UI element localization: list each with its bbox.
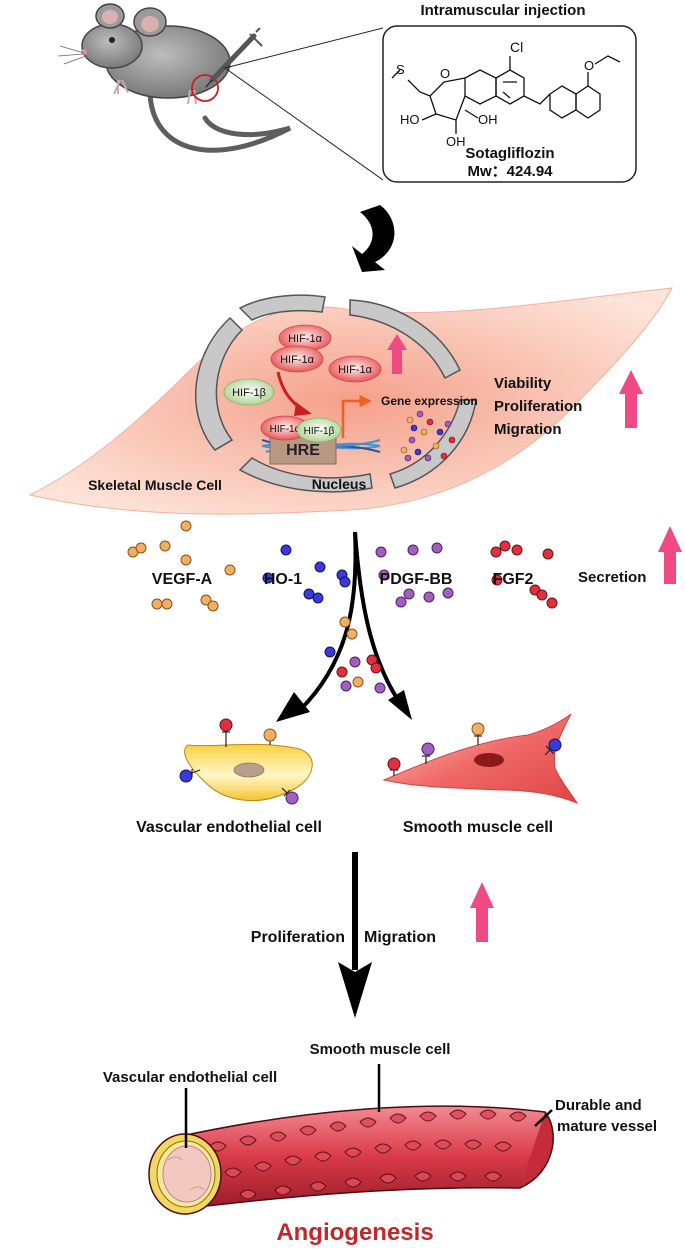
arrow-head-left-icon xyxy=(276,692,310,722)
hif1b-bound-label: HIF-1β xyxy=(304,426,335,437)
curved-down-arrow-icon xyxy=(352,205,395,272)
skeletal-muscle-cell: HIF-1α HIF-1α HIF-1α HIF-1β HRE HIF-1α H… xyxy=(28,287,673,515)
atom-s: S xyxy=(396,62,405,77)
hif1a-protein xyxy=(328,355,382,383)
effect-proliferation: Proliferation xyxy=(494,398,582,415)
outcome-migration: Migration xyxy=(364,929,436,946)
arrow-head-right-icon xyxy=(388,690,412,720)
atom-o-ring: O xyxy=(440,66,450,81)
factor-vegf-a: VEGF-A xyxy=(152,571,213,588)
atom-o-ether: O xyxy=(584,58,594,73)
atom-ho: HO xyxy=(400,112,420,127)
injection-site-circle xyxy=(191,74,219,102)
up-arrow-icon xyxy=(392,346,402,374)
up-arrow-icon xyxy=(470,882,494,942)
compound-name: Sotagliflozin xyxy=(465,145,554,162)
up-arrow-icon xyxy=(619,370,643,428)
hif1a-protein xyxy=(270,345,324,373)
gene-expression-label: Gene expression xyxy=(381,394,478,408)
outcome-proliferation: Proliferation xyxy=(251,929,345,946)
atom-oh-right: OH xyxy=(478,112,498,127)
endothelial-cell-label: Vascular endothelial cell xyxy=(136,819,322,836)
endothelial-cell-illustration xyxy=(179,718,313,805)
gene-expression-arrow-icon xyxy=(341,394,372,438)
expressed-factor-dots xyxy=(400,410,456,462)
nucleus-label: Nucleus xyxy=(312,476,367,492)
compound-mw: Mw：424.94 xyxy=(467,163,553,180)
up-arrow-icon xyxy=(658,526,682,584)
injection-label: Intramuscular injection xyxy=(420,2,585,19)
hif1a-bound-label: HIF-1α xyxy=(270,424,301,435)
hre-label: HRE xyxy=(286,442,320,459)
hif1b-protein xyxy=(223,378,275,406)
factor-ho-1: HO-1 xyxy=(264,571,302,588)
hif1b-label: HIF-1β xyxy=(232,387,266,399)
mature-vessel-label-2: mature vessel xyxy=(557,1118,657,1135)
hif1a-label-2: HIF-1α xyxy=(280,354,315,366)
smooth-muscle-cell-label: Smooth muscle cell xyxy=(403,819,553,836)
effect-viability: Viability xyxy=(494,375,552,392)
atom-oh-bottom: OH xyxy=(446,134,466,149)
secreted-factor-particles xyxy=(127,520,558,612)
hif1a-label-3: HIF-1α xyxy=(338,364,373,376)
factor-pdgf-bb: PDGF-BB xyxy=(380,571,453,588)
secretion-label: Secretion xyxy=(578,569,646,586)
mature-vessel-label-1: Durable and xyxy=(555,1097,642,1114)
mouse-illustration xyxy=(57,3,384,181)
angiogenesis-title: Angiogenesis xyxy=(276,1219,433,1246)
hif1a-label-1: HIF-1α xyxy=(288,333,323,345)
skeletal-muscle-cell-label: Skeletal Muscle Cell xyxy=(88,477,222,493)
nucleus-envelope xyxy=(195,316,244,451)
mature-vessel-pointer xyxy=(534,1109,553,1127)
smooth-muscle-cell-illustration xyxy=(382,713,579,805)
split-arrows xyxy=(276,531,412,722)
vessel-smooth-muscle-label: Smooth muscle cell xyxy=(310,1041,451,1058)
atom-cl: Cl xyxy=(510,39,523,55)
down-arrow-icon xyxy=(338,852,372,1018)
vessel-endothelial-label: Vascular endothelial cell xyxy=(103,1069,277,1086)
syringe-icon xyxy=(209,33,257,83)
compound-structure: Cl O O S HO OH OH Sotagliflozin Mw：424.9… xyxy=(382,25,637,183)
activation-arrow-icon xyxy=(294,402,312,416)
blood-vessel-illustration xyxy=(148,1105,554,1215)
effect-migration: Migration xyxy=(494,421,562,438)
factor-fgf2: FGF2 xyxy=(493,571,534,588)
